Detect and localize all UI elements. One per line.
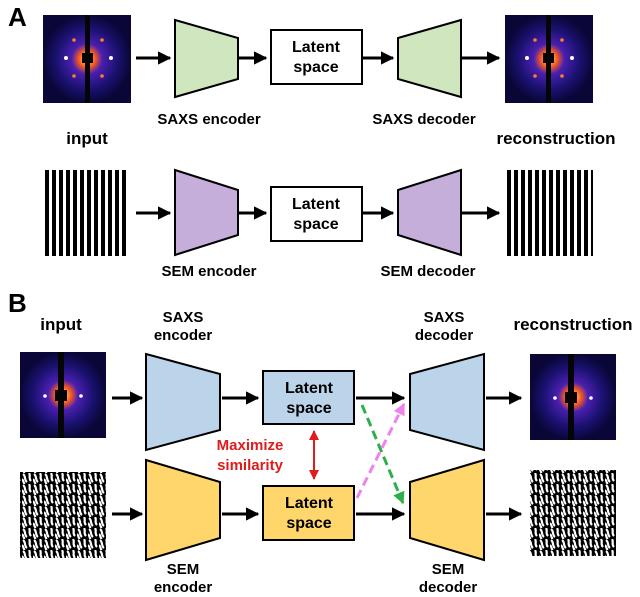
sem-decoder-label-b-2: decoder <box>419 579 478 596</box>
latent-space-label-sem-a-2: space <box>293 216 338 233</box>
saxs-decoder-a <box>397 18 462 99</box>
input-label-a: input <box>66 129 108 148</box>
panel-a-label: A <box>8 2 27 32</box>
panel-b-label: B <box>8 288 27 318</box>
cross-arrow-sem-latent-to-saxs-decoder <box>355 402 406 499</box>
latent-space-label-saxs-a-1: Latent <box>292 39 341 56</box>
latent-space-label-sem-b-2: space <box>286 515 331 532</box>
latent-space-label-sem-b-1: Latent <box>285 495 334 512</box>
saxs-reconstruction-image-b <box>530 354 616 440</box>
sem-reconstruction-image-a <box>507 170 593 256</box>
latent-space-box-saxs-b <box>262 370 355 425</box>
latent-space-box-sem-b <box>262 485 355 541</box>
sem-encoder-label-a: SEM encoder <box>161 263 256 280</box>
sem-encoder-label-b-1: SEM <box>167 561 200 578</box>
sem-decoder-b <box>409 458 485 562</box>
sem-decoder-a <box>397 168 462 257</box>
latent-space-box-saxs-a <box>270 29 363 85</box>
similarity-label-1: Maximize <box>217 437 284 454</box>
sem-input-image-a <box>43 170 129 256</box>
saxs-encoder-label-b-2: encoder <box>154 327 213 344</box>
saxs-encoder-a <box>174 18 239 99</box>
saxs-decoder-label-b-2: decoder <box>415 327 474 344</box>
cross-arrow-saxs-latent-to-sem-decoder <box>360 404 405 505</box>
reconstruction-label-b: reconstruction <box>513 315 632 334</box>
sem-decoder-label-b-1: SEM <box>432 561 465 578</box>
latent-space-box-sem-a <box>270 186 363 242</box>
latent-space-label-saxs-b-2: space <box>286 400 331 417</box>
reconstruction-label-a: reconstruction <box>496 129 615 148</box>
sem-encoder-b <box>145 458 221 562</box>
saxs-encoder-label-b-1: SAXS <box>163 309 204 326</box>
sem-encoder-a <box>174 168 239 257</box>
input-label-b: input <box>40 315 82 334</box>
sem-input-image-b <box>20 472 106 558</box>
latent-space-label-sem-a-1: Latent <box>292 196 341 213</box>
saxs-decoder-label-b-1: SAXS <box>424 309 465 326</box>
latent-space-label-saxs-b-1: Latent <box>285 380 334 397</box>
saxs-encoder-label-a: SAXS encoder <box>157 111 261 128</box>
saxs-reconstruction-image-a <box>505 15 593 103</box>
latent-space-label-saxs-a-2: space <box>293 59 338 76</box>
saxs-decoder-label-a: SAXS decoder <box>372 111 476 128</box>
sem-decoder-label-a: SEM decoder <box>380 263 475 280</box>
saxs-input-image-b <box>20 352 106 438</box>
sem-reconstruction-image-b <box>530 470 616 556</box>
similarity-label-2: similarity <box>217 457 284 474</box>
sem-encoder-label-b-2: encoder <box>154 579 213 596</box>
saxs-input-image-a <box>43 15 131 103</box>
saxs-encoder-b <box>145 352 221 452</box>
saxs-decoder-b <box>409 352 485 452</box>
